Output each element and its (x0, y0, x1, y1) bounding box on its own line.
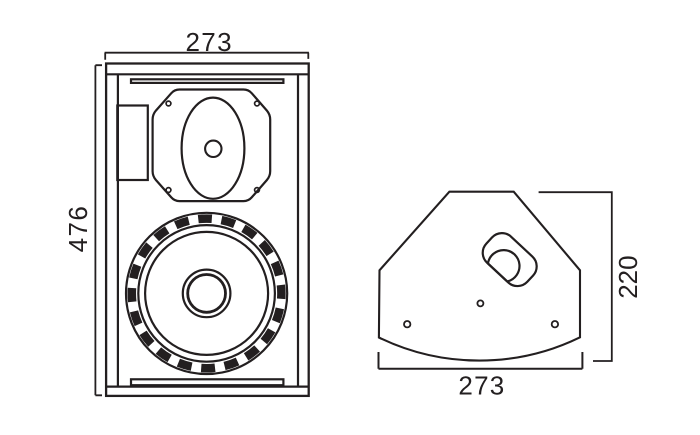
svg-text:273: 273 (458, 371, 505, 401)
svg-text:273: 273 (186, 27, 233, 57)
svg-text:220: 220 (613, 255, 643, 298)
svg-text:476: 476 (63, 205, 93, 253)
